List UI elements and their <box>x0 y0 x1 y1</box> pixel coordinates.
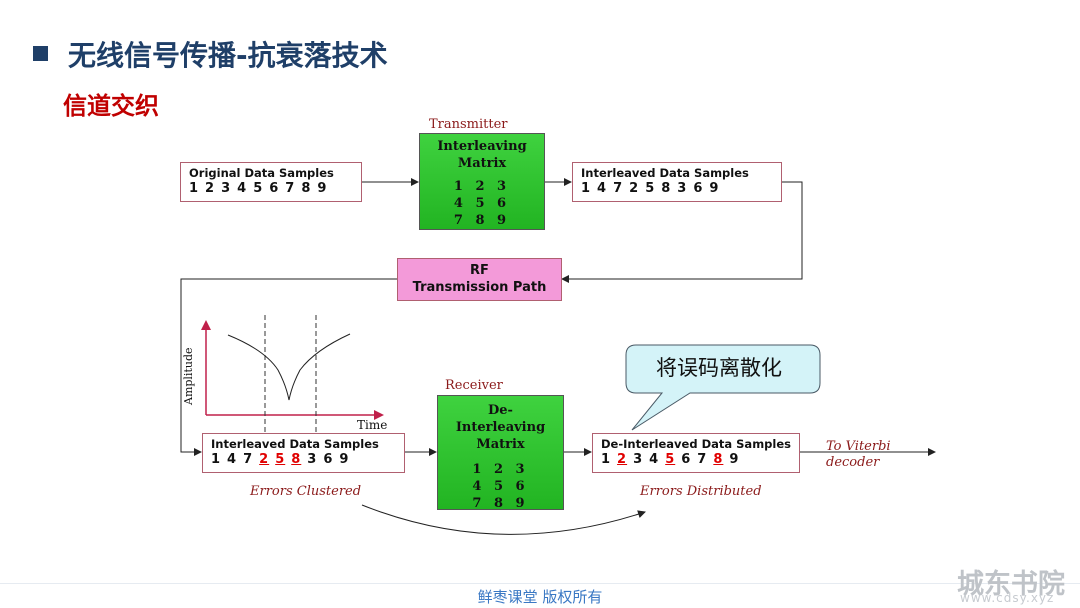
errors-clustered-caption: Errors Clustered <box>250 484 362 499</box>
watermark-url: www.cdsy.xyz <box>960 591 1055 605</box>
title-bullet-icon <box>33 46 48 61</box>
deinterleaving-matrix-title: De- Interleaving Matrix <box>455 403 546 452</box>
original-data-label: Original Data Samples <box>189 166 334 180</box>
error-sample: 5 <box>275 452 286 467</box>
error-sample: 5 <box>665 452 676 467</box>
error-sample: 2 <box>617 452 628 467</box>
graph-time-label: Time <box>357 418 388 432</box>
transmitter-label: Transmitter <box>429 117 508 132</box>
footer-divider <box>0 583 1080 584</box>
arrow-interleaved-to-rf <box>561 181 803 283</box>
curved-arrow-clustered-to-distributed <box>361 504 646 535</box>
tx-interleaved-label: Interleaved Data Samples <box>581 166 749 180</box>
interleaving-matrix-rows: 1 2 3 4 5 6 7 8 9 <box>453 179 511 228</box>
callout-bubble <box>625 344 821 431</box>
callout-text: 将误码离散化 <box>656 356 782 380</box>
rf-transmission-path-box: RF Transmission Path <box>397 258 562 301</box>
footer-copyright: 鲜枣课堂 版权所有 <box>477 588 603 606</box>
errors-distributed-caption: Errors Distributed <box>640 484 762 499</box>
interleaving-matrix-title: Interleaving Matrix <box>437 139 527 171</box>
deinterleaving-matrix-rows: 1 2 3 4 5 6 7 8 9 <box>472 462 529 511</box>
error-sample: 2 <box>259 452 270 467</box>
graph-fade-curve <box>227 333 351 401</box>
error-sample: 8 <box>291 452 302 467</box>
rx-interleaved-label: Interleaved Data Samples <box>211 437 379 451</box>
receiver-label: Receiver <box>445 378 503 393</box>
error-sample: 8 <box>713 452 724 467</box>
page-title: 无线信号传播-抗衰落技术 <box>68 39 388 72</box>
graph-amplitude-label: Amplitude <box>182 347 195 405</box>
interleaving-matrix: Interleaving Matrix 1 2 3 4 5 6 7 8 9 <box>419 133 545 230</box>
arrow-rf-to-receiver <box>180 278 397 456</box>
deinterleaving-matrix: De- Interleaving Matrix 1 2 3 4 5 6 7 8 … <box>437 395 564 511</box>
deinterleaved-label: De-Interleaved Data Samples <box>601 437 791 451</box>
page-subtitle: 信道交织 <box>63 92 159 120</box>
to-viterbi-label: To Viterbi decoder <box>826 439 891 470</box>
watermark-title: 城东书院 <box>957 569 1065 600</box>
